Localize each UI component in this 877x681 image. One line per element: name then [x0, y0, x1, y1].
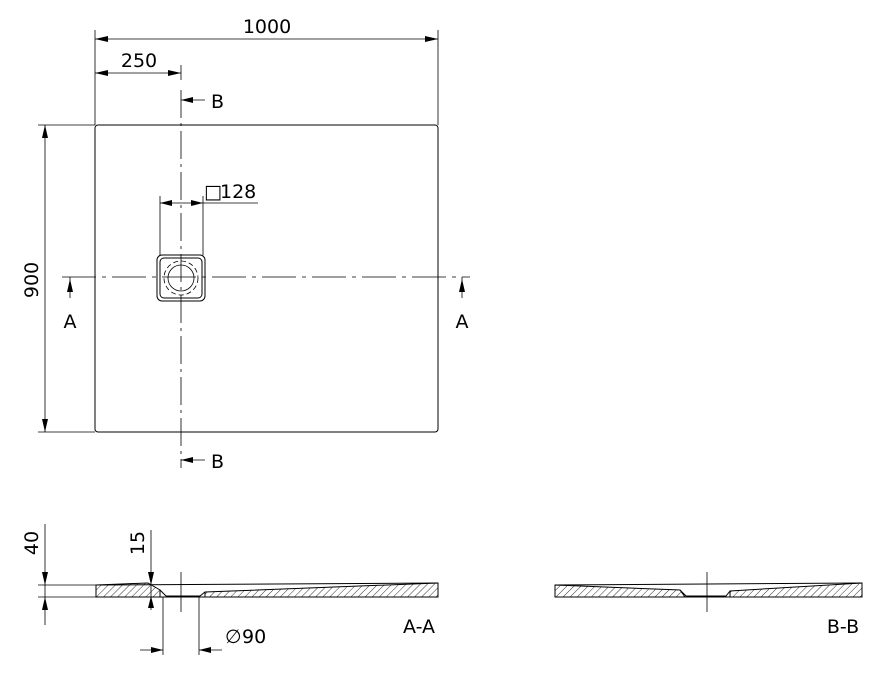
svg-text:∅: ∅ [225, 626, 242, 648]
svg-text:40: 40 [21, 531, 43, 555]
tray-profile-b-right [729, 582, 863, 598]
drain-recess-b [679, 589, 731, 597]
drain-depth-dimension: 15 [127, 530, 154, 610]
svg-text:B: B [211, 451, 224, 473]
drain-square-value: 128 [220, 181, 256, 203]
section-b-b: B-B [554, 572, 863, 638]
svg-text:A: A [456, 311, 469, 333]
section-a-a: 40 15 ∅ 90 A-A [21, 524, 439, 655]
svg-text:B: B [211, 91, 224, 113]
drain-offset-dimension: 250 [95, 50, 182, 80]
drain-diameter-dimension: ∅ 90 [140, 597, 266, 655]
tray-profile-b-left [554, 584, 686, 598]
svg-text:A: A [64, 311, 77, 333]
drain-recess-a [159, 589, 206, 597]
tray-profile-a-right [204, 582, 439, 598]
section-a-a-label: A-A [403, 616, 435, 638]
section-marker-b-bottom: B [181, 451, 224, 473]
section-marker-a-right: A [456, 277, 469, 333]
tray-outline [94, 124, 439, 433]
section-b-b-label: B-B [827, 616, 859, 638]
tray-height-dimension: 40 [21, 524, 96, 625]
section-marker-b-top: B [181, 91, 224, 113]
depth-value: 900 [21, 262, 43, 298]
width-dimension: 1000 [94, 16, 439, 125]
depth-dimension: 900 [21, 124, 95, 433]
tray-profile-a-left [95, 582, 161, 598]
width-value: 1000 [243, 16, 291, 38]
drain-square-symbol: □ [204, 181, 222, 203]
drain-grate [156, 254, 206, 302]
drain-size-dimension: □ 128 [159, 181, 258, 255]
drain-offset-value: 250 [121, 50, 157, 72]
plan-view: 1000 250 900 [21, 16, 470, 473]
svg-text:90: 90 [242, 626, 266, 648]
section-marker-a-left: A [64, 277, 77, 333]
svg-text:15: 15 [127, 531, 149, 555]
